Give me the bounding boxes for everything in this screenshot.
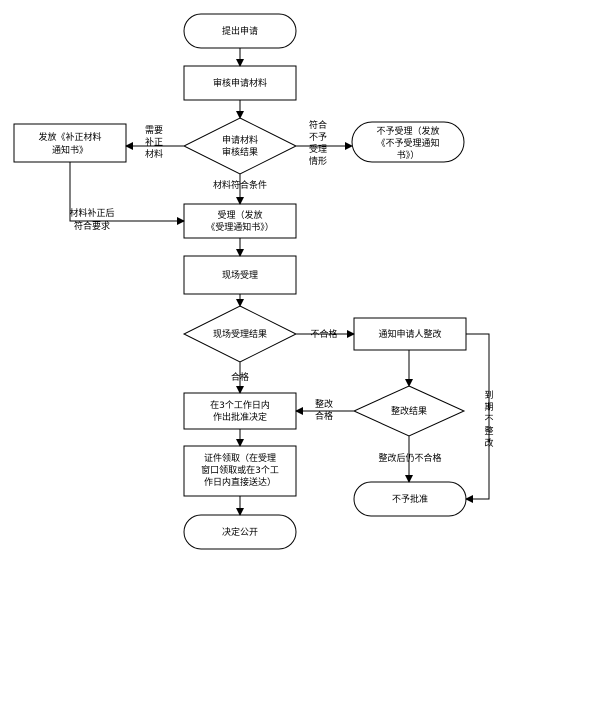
not-meet-label-4: 情形 (309, 155, 327, 167)
rectify-unqualified-label: 整改后仍不合格 (378, 452, 441, 464)
needs-supplement-label-2: 补正 (145, 136, 163, 148)
edge-supplement-to-accept (69, 162, 185, 225)
decide-label-1: 在3个工作日内 (210, 399, 270, 411)
not-meet-label-1: 符合 (309, 119, 327, 131)
reject-label-1: 不予受理（发放 (376, 125, 439, 137)
not-meet-label-2: 不予 (309, 132, 327, 143)
onsite-result-label: 现场受理结果 (213, 328, 267, 340)
certificate-label-1: 证件领取（在受理 (204, 452, 276, 464)
review-result-decision (182, 117, 298, 175)
overdue-label-4: 整 (484, 425, 493, 437)
review-label: 审核申请材料 (213, 77, 267, 89)
not-meet-label-3: 受理 (309, 143, 327, 155)
review-result-label-2: 审核结果 (222, 146, 258, 158)
needs-supplement-label-1: 需要 (145, 125, 163, 136)
reject-label-2: 《不予受理通知 (376, 137, 439, 149)
rectify-result-label: 整改结果 (391, 405, 427, 417)
meets-label: 材料符合条件 (213, 179, 267, 191)
overdue-label-5: 改 (484, 437, 493, 449)
overdue-label-2: 期 (484, 402, 493, 413)
overdue-label-1: 到 (484, 389, 493, 401)
notify-rectify-label: 通知申请人整改 (378, 328, 441, 340)
supplement-label-2: 通知书》 (52, 144, 88, 156)
after-supplement-label-1: 材料补正后 (69, 207, 114, 219)
rectify-qualified-label-2: 合格 (315, 410, 333, 422)
review-result-label-1: 申请材料 (222, 134, 258, 146)
not-approve-label: 不予批准 (392, 493, 428, 505)
supplement-node (13, 123, 127, 163)
edge-overdue (465, 333, 490, 503)
decide-node (183, 392, 297, 430)
onsite-label: 现场受理 (222, 269, 258, 281)
qualified-label: 合格 (231, 371, 249, 383)
needs-supplement-label-3: 材料 (145, 148, 163, 160)
rectify-qualified-label-1: 整改 (315, 398, 333, 410)
decide-label-2: 作出批准决定 (213, 411, 267, 423)
unqualified-label: 不合格 (310, 328, 337, 340)
supplement-label-1: 发放《补正材料 (38, 131, 101, 143)
certificate-label-2: 窗口领取或在3个工 (201, 464, 279, 476)
after-supplement-label-2: 符合要求 (74, 220, 110, 232)
accept-label-2: 《受理通知书》） (206, 221, 274, 233)
publish-label: 决定公开 (222, 526, 258, 538)
accept-label-1: 受理（发放 (217, 209, 262, 221)
overdue-label-3: 不 (484, 414, 493, 425)
start-label: 提出申请 (222, 25, 258, 37)
reject-label-3: 书》） (397, 150, 420, 161)
certificate-label-3: 作日内直接送达） (204, 476, 276, 488)
